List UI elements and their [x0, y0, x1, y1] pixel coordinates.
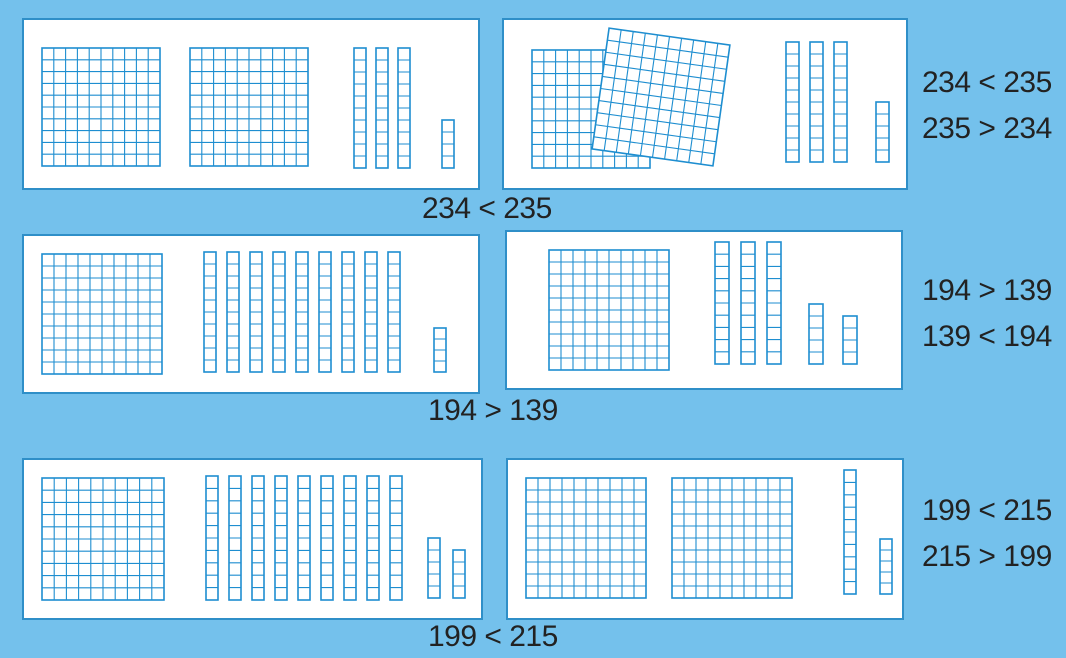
ones-column	[880, 539, 892, 594]
base-ten-blocks-235	[504, 20, 906, 188]
ten-rod	[229, 476, 241, 600]
ones-column	[876, 102, 889, 162]
hundred-block	[549, 250, 669, 370]
ten-rod	[367, 476, 379, 600]
comparison-line: 234 < 235	[922, 60, 1052, 106]
ten-rod	[273, 252, 285, 372]
ten-rod	[376, 48, 388, 168]
row3-left-panel	[22, 458, 483, 620]
ten-rod	[342, 252, 354, 372]
comparison-line: 215 > 199	[922, 534, 1052, 580]
hundred-block	[42, 478, 164, 600]
row1-right-panel	[502, 18, 908, 190]
row3-caption: 199 < 215	[428, 620, 558, 654]
row2-left-panel	[22, 234, 480, 394]
comparison-line: 235 > 234	[922, 106, 1052, 152]
comparison-line: 199 < 215	[922, 488, 1052, 534]
ten-rod	[715, 242, 729, 364]
ten-rod	[810, 42, 823, 162]
ten-rod	[206, 476, 218, 600]
ones-column	[843, 316, 857, 364]
hundred-block	[526, 478, 646, 598]
row2-comparisons: 194 > 139 139 < 194	[922, 268, 1052, 360]
ten-rod	[319, 252, 331, 372]
row3-comparisons: 199 < 215 215 > 199	[922, 488, 1052, 580]
base-ten-blocks-199	[24, 460, 481, 618]
ones-column	[434, 328, 446, 372]
ten-rod	[390, 476, 402, 600]
row3-right-panel	[506, 458, 904, 620]
ten-rod	[398, 48, 410, 168]
ten-rod	[275, 476, 287, 600]
base-ten-blocks-234	[24, 20, 478, 188]
comparison-line: 139 < 194	[922, 314, 1052, 360]
ten-rod	[388, 252, 400, 372]
ten-rod	[204, 252, 216, 372]
ones-column	[442, 120, 454, 168]
row1-comparisons: 234 < 235 235 > 234	[922, 60, 1052, 152]
ten-rod	[250, 252, 262, 372]
hundred-block	[190, 48, 308, 166]
hundred-block	[592, 28, 730, 166]
row1-caption: 234 < 235	[422, 192, 552, 226]
ten-rod	[354, 48, 366, 168]
ones-column	[809, 304, 823, 364]
row2-caption: 194 > 139	[428, 394, 558, 428]
hundred-block	[42, 48, 160, 166]
ten-rod	[344, 476, 356, 600]
ones-column	[428, 538, 440, 598]
base-ten-blocks-194	[24, 236, 478, 392]
comparison-line: 194 > 139	[922, 268, 1052, 314]
ten-rod	[227, 252, 239, 372]
ten-rod	[296, 252, 308, 372]
ten-rod	[741, 242, 755, 364]
base-ten-blocks-215	[508, 460, 902, 618]
ten-rod	[767, 242, 781, 364]
base-ten-blocks-139	[507, 232, 901, 388]
ten-rod	[365, 252, 377, 372]
hundred-block	[672, 478, 792, 598]
ten-rod	[834, 42, 847, 162]
row1-left-panel	[22, 18, 480, 190]
hundred-block	[42, 254, 162, 374]
ten-rod	[252, 476, 264, 600]
ten-rod	[786, 42, 799, 162]
ten-rod	[321, 476, 333, 600]
row2-right-panel	[505, 230, 903, 390]
ones-column	[453, 550, 465, 598]
ten-rod	[844, 470, 856, 594]
ten-rod	[298, 476, 310, 600]
